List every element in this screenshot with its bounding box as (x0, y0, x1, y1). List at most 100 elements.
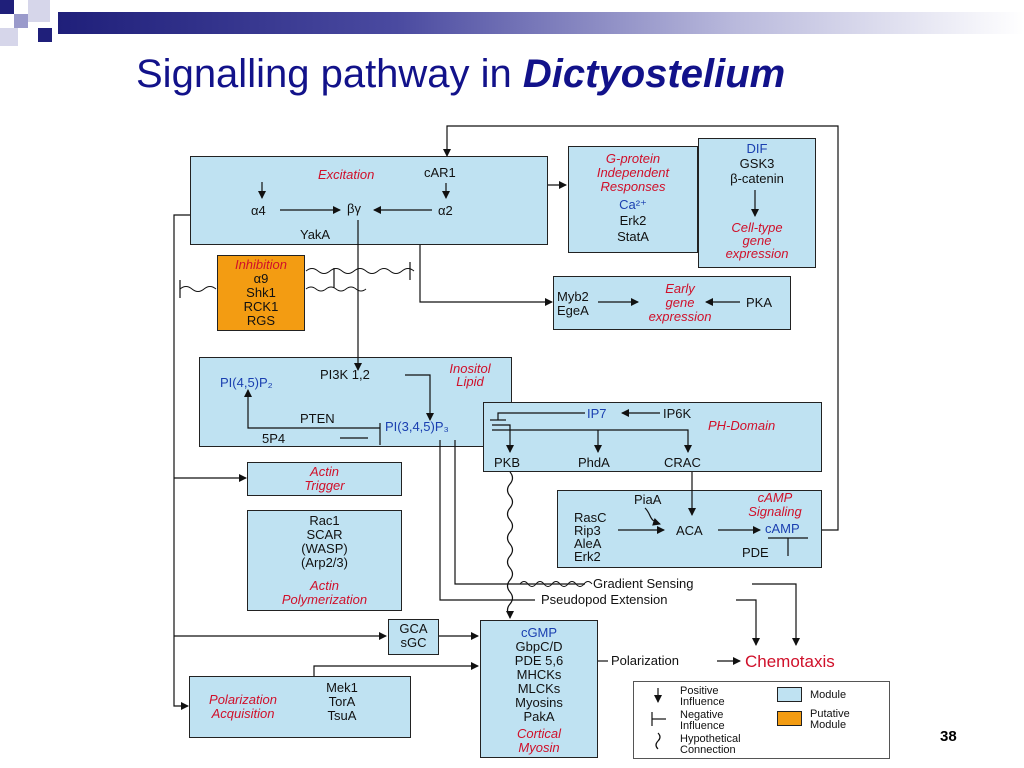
alpha2-label: α2 (438, 203, 453, 218)
module-gc (388, 619, 439, 655)
gradient-sensing-label: Gradient Sensing (593, 576, 694, 591)
inhibition-item: RCK1 (243, 299, 279, 314)
inhibition-item: RGS (246, 313, 276, 328)
actin-poly-item: (Arp2/3) (301, 555, 348, 570)
5p4-label: 5P4 (262, 431, 286, 446)
decor-square-5 (38, 28, 52, 42)
cgmp-title: cGMP (520, 625, 558, 640)
excitation-label: Excitation (318, 167, 375, 182)
celltype-label: gene (742, 233, 772, 248)
gsk3-label: GSK3 (739, 156, 775, 171)
cortical-myosin-label: Myosin (518, 740, 560, 755)
polarization-label: Polarization (611, 653, 679, 668)
celltype-label: Cell-type (731, 220, 783, 235)
polacq-item: TsuA (327, 708, 357, 723)
decor-square-2 (28, 0, 50, 22)
inhibition-item: Shk1 (246, 285, 276, 300)
cgmp-item: PDE 5,6 (514, 653, 564, 668)
module-gprotein (568, 146, 698, 253)
yaka-label: YakA (300, 227, 331, 242)
ph-domain-label: PH-Domain (708, 418, 776, 433)
legend-negative: Influence (680, 720, 725, 732)
legend-putative: Putative (810, 708, 850, 720)
module-actin-trigger (247, 462, 402, 496)
pi3k-label: PI3K 1,2 (320, 367, 370, 382)
polacq-item: TorA (328, 694, 356, 709)
myb2-label: Myb2 (557, 289, 589, 304)
header-band (58, 12, 1024, 34)
actin-poly-label: Actin (310, 578, 339, 593)
module-inhibition (217, 255, 305, 331)
erk2-label: Erk2 (619, 213, 647, 228)
crac-label: CRAC (664, 455, 701, 470)
inositol-label: Lipid (456, 374, 484, 389)
cortical-myosin-label: Cortical (516, 726, 562, 741)
legend-module-swatch (777, 687, 802, 702)
chemotaxis-label: Chemotaxis (745, 652, 835, 671)
calcium-label: Ca²⁺ (619, 197, 647, 212)
rip3-label: Rip3 (574, 523, 601, 538)
alea-label: AleA (574, 536, 602, 551)
inhibition-label: Inhibition (234, 257, 288, 272)
pde-label: PDE (742, 545, 769, 560)
gprotein-label: Independent (596, 165, 670, 180)
gprotein-label: G-protein (605, 151, 661, 166)
inositol-label: Inositol (449, 361, 491, 376)
inhibition-item: α9 (253, 271, 269, 286)
pi345p3-label: PI(3,4,5)P₃ (385, 419, 449, 434)
legend-negative: Negative (680, 709, 724, 721)
module-dif (698, 138, 816, 268)
camp-signaling-label: Signaling (748, 504, 802, 519)
module-actin-polymerization (247, 510, 402, 611)
pi45p2-label: PI(4,5)P₂ (220, 375, 273, 390)
cgmp-item: MLCKs (517, 681, 561, 696)
legend-hypothetical: Hypothetical (680, 733, 741, 745)
camp-label: cAMP (765, 521, 800, 536)
stata-label: StatA (617, 229, 649, 244)
decor-square-3 (14, 14, 28, 28)
cgmp-item: PakA (523, 709, 555, 724)
module-polarization-acquisition (189, 676, 411, 738)
polarization-acq-label: Polarization (209, 692, 277, 707)
legend-putative: Module (810, 719, 847, 731)
celltype-label: expression (725, 246, 789, 261)
decor-square-4 (0, 28, 18, 46)
aca-label: ACA (676, 523, 703, 538)
early-gene-label: expression (648, 309, 712, 324)
egea-label: EgeA (557, 303, 589, 318)
cgmp-item: MHCKs (516, 667, 562, 682)
pten-label: PTEN (300, 411, 335, 426)
module-inositol (199, 357, 512, 447)
ip7-label: IP7 (587, 406, 607, 421)
actin-poly-label: Polymerization (281, 592, 368, 607)
actin-poly-item: SCAR (306, 527, 343, 542)
legend-positive: Positive (680, 685, 719, 697)
actin-trigger-label: Actin (310, 464, 339, 479)
module-excitation (190, 156, 548, 245)
module-ph-domain (483, 402, 822, 472)
legend-putative-swatch (777, 711, 802, 726)
phda-label: PhdA (578, 455, 610, 470)
pka-label: PKA (746, 295, 773, 310)
ip6k-label: IP6K (663, 406, 692, 421)
early-gene-label: gene (665, 295, 695, 310)
legend-positive: Influence (680, 696, 725, 708)
alpha4-label: α4 (251, 203, 266, 218)
early-gene-label: Early (665, 281, 695, 296)
piaa-label: PiaA (634, 492, 662, 507)
erk2-camp-label: Erk2 (574, 549, 601, 564)
cgmp-item: Myosins (515, 695, 563, 710)
camp-signaling-label: cAMP (757, 490, 793, 505)
pseudopod-extension-label: Pseudopod Extension (541, 592, 668, 607)
actin-poly-item: Rac1 (309, 513, 340, 528)
page-number: 38 (940, 728, 957, 745)
beta-catenin-label: β-catenin (730, 171, 784, 186)
legend-module: Module (810, 689, 847, 701)
module-cgmp (480, 620, 598, 758)
pkb-label: PKB (494, 455, 521, 470)
decor-square-1 (0, 0, 14, 14)
slide-title: Signalling pathway in Dictyostelium (136, 52, 786, 96)
car1-label: cAR1 (424, 165, 456, 180)
legend-hypothetical: Connection (680, 744, 736, 756)
actin-poly-item: (WASP) (301, 541, 348, 556)
